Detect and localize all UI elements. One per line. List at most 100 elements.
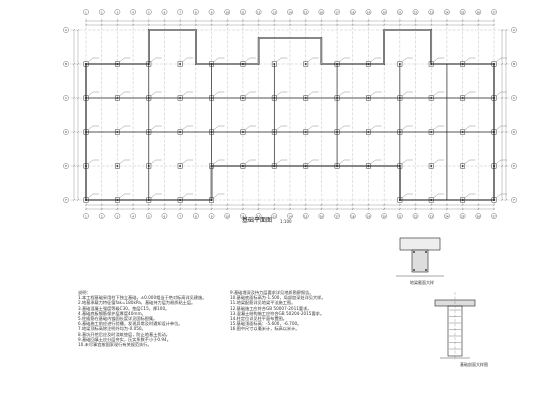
column-square xyxy=(273,165,276,167)
footing-square xyxy=(303,163,309,169)
column-square xyxy=(210,199,213,201)
column-square xyxy=(242,165,244,167)
axis-bubble-right xyxy=(511,163,517,169)
dimension-tick xyxy=(445,24,448,26)
dimension-tick xyxy=(241,204,244,206)
axis-bubble-bottom xyxy=(397,213,403,219)
axis-bubble-top xyxy=(240,9,246,15)
dimension-tick xyxy=(73,131,75,133)
footing-leader xyxy=(119,91,125,96)
dimension-tick xyxy=(320,204,323,206)
axis-bubble-left xyxy=(63,197,69,203)
dimension-tick xyxy=(367,20,370,22)
column-square xyxy=(461,165,464,167)
dimension-tick xyxy=(505,63,507,65)
dimension-tick xyxy=(501,97,503,99)
section-slab xyxy=(399,237,441,251)
axis-bubble-top xyxy=(428,9,435,15)
axis-bubble-bottom xyxy=(130,213,136,219)
axis-label-bottom: 6 xyxy=(164,214,166,218)
note-line: 16.图中尺寸以毫米计，标高以米计。 xyxy=(230,326,300,332)
footing-leader xyxy=(150,91,156,96)
axis-label-bottom: 8 xyxy=(195,214,197,218)
axis-bubble-top xyxy=(459,9,466,15)
note-line: 2.地基承载力特征值fak=180kPa，基础持力层为粉质粘土层。 xyxy=(78,300,196,306)
axis-label-top: 9 xyxy=(211,10,213,14)
footing-square xyxy=(146,129,152,135)
axis-label-right: B xyxy=(513,62,515,66)
axis-label-top: 14 xyxy=(288,10,292,14)
footing-square xyxy=(491,61,497,67)
footing-leader xyxy=(182,159,188,164)
note-line: 5.柱插筋在基础内锚固长度详见国标图集。 xyxy=(78,316,158,322)
note-line: 说明： xyxy=(78,290,91,295)
axis-bubble-top xyxy=(271,9,278,15)
dimension-tick xyxy=(493,204,495,206)
axis-bubble-bottom xyxy=(193,213,199,219)
axis-bubble-left xyxy=(63,163,69,169)
footing-leader xyxy=(370,159,376,164)
dimension-tick xyxy=(179,20,182,22)
footing-square xyxy=(177,129,183,135)
axis-label-top: 19 xyxy=(367,10,371,14)
dimension-tick xyxy=(226,24,229,26)
dimension-tick xyxy=(77,29,79,31)
footing-leader xyxy=(182,193,188,198)
dimension-tick xyxy=(289,208,291,210)
footing-square xyxy=(271,163,277,169)
column-square xyxy=(242,97,244,99)
dimension-tick xyxy=(493,20,495,22)
detail-section-beam xyxy=(396,237,444,277)
axis-label-bottom: 7 xyxy=(179,214,181,218)
axis-bubble-bottom xyxy=(302,213,309,219)
footing-leader xyxy=(464,57,470,62)
footing-leader xyxy=(401,193,407,198)
axis-bubble-top xyxy=(287,9,293,15)
dimension-tick xyxy=(501,199,503,201)
dimension-tick xyxy=(501,29,503,31)
column-square xyxy=(116,165,119,167)
dimension-tick xyxy=(445,20,448,22)
axis-bubble-bottom xyxy=(459,213,466,219)
dimension-tick xyxy=(226,204,229,206)
column-square xyxy=(116,63,119,65)
footing-square xyxy=(209,95,214,101)
plan-title: 基础平面图 xyxy=(242,217,273,224)
note-line: 15.基础顶面标高：-5.600，-6.700。 xyxy=(230,321,302,327)
column-square xyxy=(493,199,495,201)
dimension-tick xyxy=(210,20,213,22)
note-line: 10.基础底面标高为-1.500，局部加深处详见大样。 xyxy=(230,295,326,301)
dimension-tick xyxy=(367,24,370,26)
note-line: 12.基础施工应符合GB 50007-2011要求。 xyxy=(230,305,312,311)
footing-leader xyxy=(245,125,251,130)
column-square xyxy=(461,97,464,99)
footing-leader xyxy=(119,57,125,62)
footing-leader xyxy=(370,125,376,130)
dimension-tick xyxy=(77,199,79,201)
dimension-tick xyxy=(289,20,291,22)
footing-leader xyxy=(182,91,188,96)
note-line: 11.地梁配筋详见地梁平法施工图。 xyxy=(230,300,296,306)
dimension-tick xyxy=(194,24,197,26)
column-square xyxy=(210,165,213,167)
axis-bubble-right xyxy=(511,95,517,101)
footing-square xyxy=(491,163,497,169)
axis-bubble-bottom xyxy=(114,213,121,219)
dimension-tick xyxy=(430,204,433,206)
axis-label-top: 25 xyxy=(461,10,465,14)
footing-square xyxy=(334,129,340,135)
axis-label-top: 3 xyxy=(117,10,119,14)
footing-leader xyxy=(496,57,502,62)
footing-leader xyxy=(339,57,345,62)
axis-grid-lines xyxy=(70,18,510,212)
note-line: 10.未尽事宜按国家现行有关规范执行。 xyxy=(78,342,152,348)
footing-square xyxy=(271,129,277,135)
axis-label-top: 7 xyxy=(179,10,181,14)
dimension-tick xyxy=(505,29,507,31)
footing-leader xyxy=(370,57,376,62)
axis-label-top: 13 xyxy=(273,10,277,14)
axis-label-top: 2 xyxy=(101,10,103,14)
dimension-tick xyxy=(241,208,244,210)
dimension-tick xyxy=(147,208,150,210)
dimension-tick xyxy=(336,208,339,210)
